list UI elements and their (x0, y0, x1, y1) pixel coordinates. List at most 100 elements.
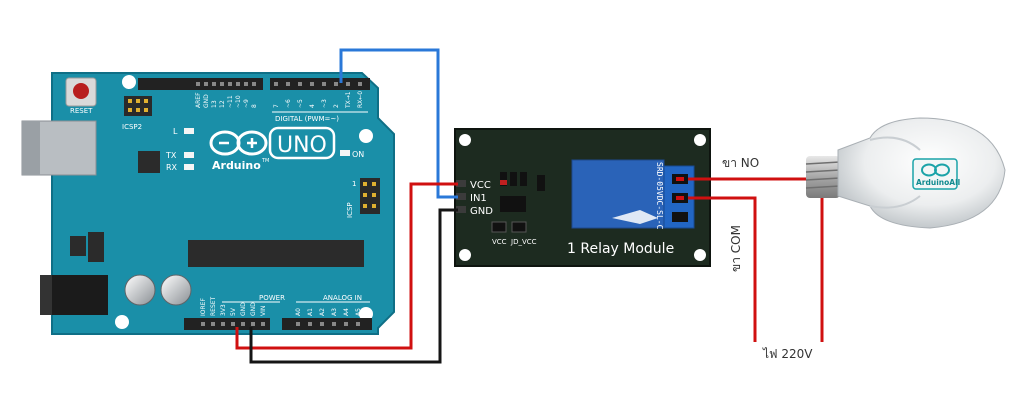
pin-label: 4 (309, 104, 316, 108)
label-no: ขา NO (722, 156, 759, 170)
icsp-header (360, 178, 380, 214)
pin-label: ~10 (235, 95, 242, 108)
header-pin (334, 82, 338, 86)
led-tx-label: TX (165, 151, 177, 160)
mounting-hole (359, 129, 373, 143)
header-pin (344, 322, 348, 326)
digital-header-right (270, 78, 370, 90)
pin-vcc-header (456, 180, 466, 187)
relay-mount-hole (694, 249, 706, 261)
relay-logo (612, 210, 658, 224)
resistor (510, 172, 517, 186)
header-pin (201, 322, 205, 326)
header-pin (308, 322, 312, 326)
led-tx (184, 152, 194, 158)
terminal-com-screw (676, 196, 684, 200)
relay-mount-hole (459, 249, 471, 261)
pin-label: 13 (211, 100, 218, 108)
header-pin (241, 322, 245, 326)
icsp2-label: ICSP2 (122, 123, 142, 131)
arduino-logo-text: Arduino (212, 159, 261, 172)
pin-label: ~6 (285, 99, 292, 108)
reset-label: RESET (70, 107, 93, 115)
label-jd-vcc: JD_VCC (510, 238, 537, 246)
header-pin (251, 322, 255, 326)
capacitor-1 (124, 274, 156, 306)
digital-label: DIGITAL (PWM=~) (275, 115, 339, 123)
arduinoall-logo-right (934, 163, 950, 177)
usb-chip (138, 151, 160, 173)
header-pin (358, 82, 362, 86)
pin-label: A0 (295, 308, 302, 316)
power-header (184, 318, 270, 330)
header-pin (296, 322, 300, 326)
wire-signal-blue (339, 48, 458, 199)
transistor (500, 196, 526, 212)
analog-header (282, 318, 372, 330)
header-pin (261, 322, 265, 326)
led-l-label: L (173, 127, 178, 136)
light-bulb: ArduinoAll (805, 117, 1006, 229)
pin-label: AREF (195, 92, 202, 108)
relay-module: VCC IN1 GND VCC JD_VCC SRD-05VDC-SL-C 1 … (454, 128, 711, 267)
pin-in1-header (456, 193, 466, 200)
usb-connector-side (22, 121, 40, 175)
pin-label: TX→1 (345, 91, 352, 109)
pin-gnd-header (456, 206, 466, 213)
pin-label: ~5 (297, 99, 304, 108)
wires (235, 48, 824, 364)
relay-mount-hole (694, 134, 706, 146)
pin-label: GND (250, 302, 257, 316)
header-pin (231, 322, 235, 326)
resistor (520, 172, 527, 186)
jumper-jdvcc (511, 221, 527, 233)
relay-mount-hole (459, 134, 471, 146)
header-pin (244, 82, 248, 86)
header-pin (252, 82, 256, 86)
led-on (340, 150, 350, 156)
atmega-chip (188, 240, 364, 267)
on-label: ON (352, 150, 364, 159)
header-pin (356, 322, 360, 326)
header-pin (286, 82, 290, 86)
pin-label: 8 (251, 104, 258, 108)
digital-header-left (138, 78, 263, 90)
pin-label: A1 (307, 308, 314, 316)
jumper-vcc (491, 221, 507, 233)
icsp-pin1-label: 1 (352, 180, 356, 188)
uno-text: UNO (277, 133, 327, 158)
pin-label: ~3 (321, 99, 328, 108)
terminal-no-screw (676, 177, 684, 181)
led-l (184, 128, 194, 134)
pin-label: 3V3 (220, 304, 227, 316)
icsp2-header (124, 96, 152, 116)
uno-badge (268, 126, 336, 160)
pin-label: RX←0 (357, 91, 364, 108)
pin-label: A2 (319, 308, 326, 316)
bulb-brand: ArduinoAll (916, 178, 960, 187)
pin-label: ~9 (243, 99, 250, 108)
diode (537, 175, 545, 191)
header-pin (332, 322, 336, 326)
voltage-regulator (70, 236, 86, 256)
pin-label: RESET (210, 296, 217, 316)
terminal-nc (672, 212, 688, 222)
pin-label: A4 (343, 308, 350, 316)
analog-label: ANALOG IN (323, 294, 362, 302)
pin-label: 7 (273, 104, 280, 108)
arduino-logo (209, 130, 268, 156)
mounting-hole (115, 315, 129, 329)
dc-power-jack-front (40, 275, 52, 315)
pin-label: A5 (355, 308, 362, 316)
pin-in1-label: IN1 (470, 193, 487, 204)
relay-title: 1 Relay Module (567, 241, 674, 257)
header-pin (322, 82, 326, 86)
wire-gnd-black (249, 208, 458, 364)
header-pin (310, 82, 314, 86)
pin-gnd-label: GND (470, 206, 493, 217)
reset-button-cap (73, 83, 89, 99)
arduino-tm: TM (261, 158, 269, 164)
